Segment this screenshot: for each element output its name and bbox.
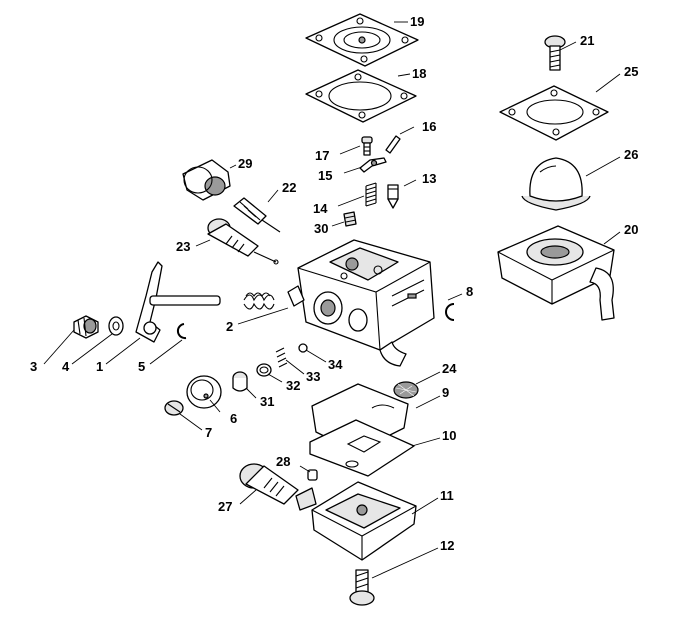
- callout-12: 12: [440, 538, 454, 553]
- callout-34: 34: [328, 357, 343, 372]
- part-31-plug: [232, 371, 248, 392]
- part-1-throttle-shaft: [135, 261, 221, 343]
- part-10-gasket: [309, 419, 415, 477]
- carburetor-body: [287, 239, 435, 367]
- callout-31: 31: [260, 394, 274, 409]
- callout-14: 14: [313, 201, 328, 216]
- callout-labels: 19 18 16 17 15 14 13 30 29 22 23 2 8 3 4…: [30, 14, 638, 553]
- callout-24: 24: [442, 361, 457, 376]
- callout-8: 8: [466, 284, 473, 299]
- part-16-pin: [385, 135, 401, 154]
- part-24-strainer: [393, 381, 419, 399]
- callout-25: 25: [624, 64, 638, 79]
- part-12-screw: [349, 569, 375, 606]
- callout-9: 9: [442, 385, 449, 400]
- part-4-washer: [108, 316, 124, 336]
- callout-4: 4: [62, 359, 70, 374]
- part-6-disc: [186, 375, 222, 409]
- part-11-pump-cover: [295, 481, 417, 561]
- callout-17: 17: [315, 148, 329, 163]
- callout-6: 6: [230, 411, 237, 426]
- callout-22: 22: [282, 180, 296, 195]
- part-22-adjusting-screw: [233, 197, 281, 233]
- part-33-spring: [275, 347, 288, 368]
- part-30-plug: [343, 211, 357, 227]
- callout-23: 23: [176, 239, 190, 254]
- part-5-clip: [176, 323, 187, 340]
- callout-3: 3: [30, 359, 37, 374]
- callout-5: 5: [138, 359, 145, 374]
- callout-21: 21: [580, 33, 594, 48]
- part-14-spring: [365, 182, 377, 207]
- part-13-inlet-needle: [387, 184, 399, 209]
- callout-32: 32: [286, 378, 300, 393]
- callout-20: 20: [624, 222, 638, 237]
- callout-15: 15: [318, 168, 332, 183]
- callout-7: 7: [205, 425, 212, 440]
- part-29-limiter-cap: [182, 159, 231, 201]
- part-23-adjusting-screw: [207, 218, 279, 265]
- leader-lines: [43, 21, 621, 579]
- part-18-gasket: [305, 69, 417, 123]
- callout-28: 28: [276, 454, 290, 469]
- part-26-primer-bulb: [521, 157, 591, 211]
- callout-11: 11: [440, 488, 454, 503]
- callout-29: 29: [238, 156, 252, 171]
- part-15-lever: [359, 157, 387, 173]
- callout-18: 18: [412, 66, 426, 81]
- callout-33: 33: [306, 369, 320, 384]
- part-28-pin: [307, 469, 318, 481]
- part-32-o-ring: [256, 363, 272, 377]
- part-3-sleeve: [73, 315, 99, 339]
- part-7-screw: [164, 400, 184, 416]
- callout-13: 13: [422, 171, 436, 186]
- part-19-diaphragm: [305, 13, 419, 67]
- callout-16: 16: [422, 119, 436, 134]
- callout-1: 1: [96, 359, 103, 374]
- part-2-spring: [243, 292, 275, 310]
- callout-2: 2: [226, 319, 233, 334]
- part-21-screw: [544, 35, 566, 71]
- callout-30: 30: [314, 221, 328, 236]
- callout-19: 19: [410, 14, 424, 29]
- part-8-clip: [445, 303, 455, 321]
- part-34-o-ring: [298, 343, 308, 353]
- callout-26: 26: [624, 147, 638, 162]
- part-27-screw: [239, 463, 299, 505]
- part-20-primer-housing: [497, 225, 615, 321]
- callout-10: 10: [442, 428, 456, 443]
- part-17-screw: [361, 136, 373, 156]
- callout-27: 27: [218, 499, 232, 514]
- part-25-cover-plate: [499, 85, 609, 141]
